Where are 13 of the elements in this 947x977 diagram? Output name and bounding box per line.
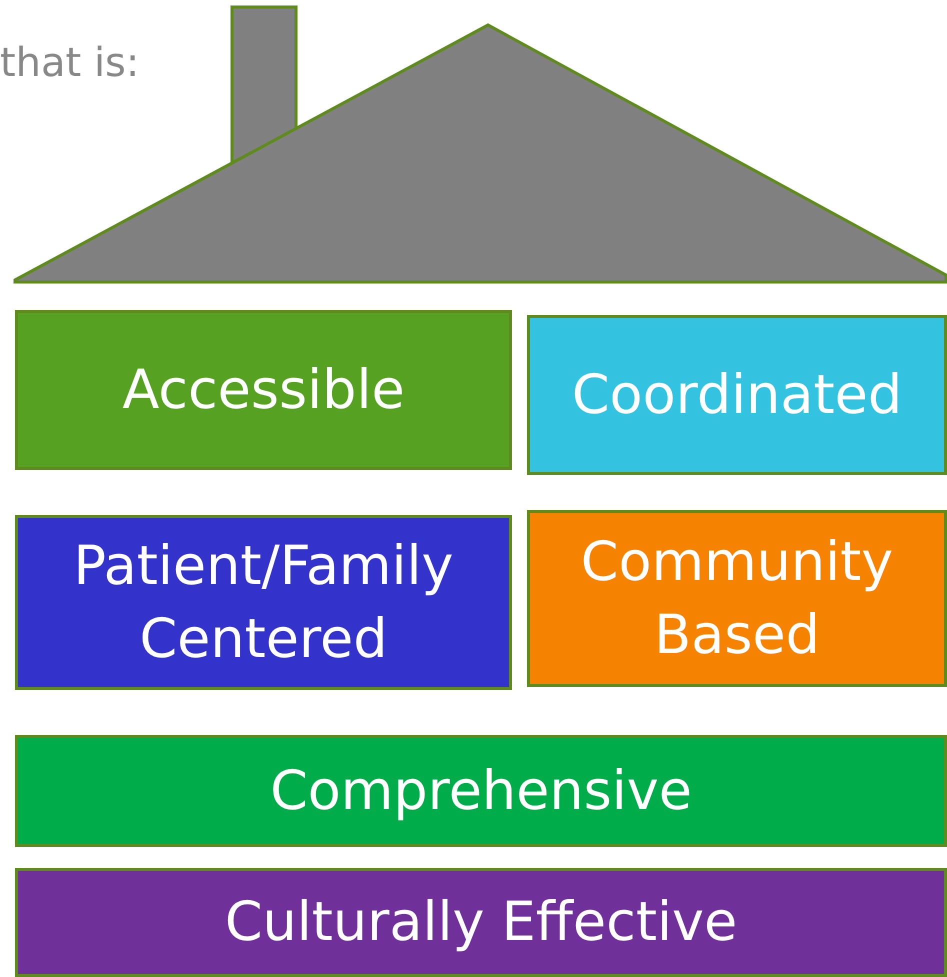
pillar-block: [527, 510, 947, 687]
block-label: Culturally Effective: [224, 889, 738, 956]
block-label: Patient/Family Centered: [72, 532, 454, 672]
pillar-block: [15, 515, 512, 690]
block-label: Coordinated: [572, 362, 902, 428]
block-label: Accessible: [122, 356, 405, 423]
pillar-block: [15, 735, 947, 847]
block-label: Comprehensive: [270, 758, 692, 824]
pillar-block: [15, 310, 512, 470]
intro-text: that is:: [0, 40, 140, 86]
pillar-block: [527, 315, 947, 475]
block-label: Community Based: [580, 528, 894, 668]
pillar-block: [15, 868, 947, 977]
